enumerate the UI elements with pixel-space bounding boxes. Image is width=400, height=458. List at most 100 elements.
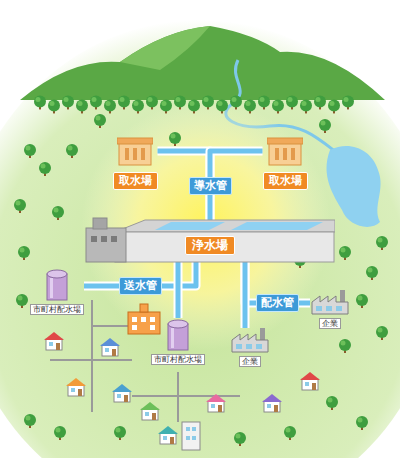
school-part xyxy=(150,325,155,330)
house-part-part xyxy=(44,332,64,340)
tree-part xyxy=(62,95,74,109)
tree-part-part xyxy=(24,144,36,156)
tree-part-part xyxy=(104,99,116,111)
tree-part-part xyxy=(114,426,126,438)
tree-part-part xyxy=(24,414,36,426)
pipe-label: 配水管 xyxy=(256,294,299,312)
house-part-part xyxy=(142,409,158,420)
service-pipe-part xyxy=(132,395,240,397)
factory-building-picture-part xyxy=(236,344,242,349)
tree-part-part xyxy=(188,99,200,111)
tree-part-part xyxy=(330,101,335,106)
tree-part-part xyxy=(78,101,83,106)
tree-part xyxy=(202,95,214,109)
factory-building-picture-part xyxy=(336,306,342,311)
house-part-part xyxy=(66,378,86,386)
house-part-part xyxy=(49,342,53,346)
factory-building: 企業 xyxy=(310,290,350,329)
tree-part xyxy=(339,246,351,260)
tree-part-part xyxy=(232,97,237,102)
tree-part-part xyxy=(68,146,73,151)
tree-part-part xyxy=(378,328,383,333)
reservoir-tank-picture-part xyxy=(168,320,188,328)
tree-part xyxy=(356,294,368,308)
reservoir-tank: 市町村配水場 xyxy=(30,268,84,315)
intake-building-picture-part xyxy=(275,148,279,160)
purification-plant-picture-part xyxy=(93,218,107,229)
house-part-part xyxy=(208,401,224,412)
house-part xyxy=(112,384,132,402)
intake-building: 取水場 xyxy=(113,135,158,190)
school-part xyxy=(141,317,146,322)
house-part-part xyxy=(163,436,167,440)
factory-building-picture-part xyxy=(312,296,348,314)
node-label: 市町村配水場 xyxy=(30,304,84,315)
tree-part-part xyxy=(368,268,373,273)
tree-part-part xyxy=(146,95,158,107)
purification-plant-picture-part xyxy=(115,232,334,262)
node-label: 企業 xyxy=(239,356,261,367)
school-part xyxy=(150,317,155,322)
tree-part xyxy=(54,426,66,440)
node-label: 浄水場 xyxy=(185,236,235,255)
tree-part xyxy=(66,144,78,158)
tree-part xyxy=(90,95,102,109)
tower-building-part xyxy=(186,436,190,440)
house-part xyxy=(158,426,178,444)
lake xyxy=(327,146,381,227)
tree-part-part xyxy=(314,95,326,107)
tree-part-part xyxy=(54,426,66,438)
tree-part-part xyxy=(328,398,333,403)
house-part xyxy=(140,402,160,420)
intake-building-picture-part xyxy=(283,148,287,160)
pipe-casing xyxy=(241,262,250,328)
intake-building-picture-part xyxy=(133,148,137,160)
tree-part-part xyxy=(274,101,279,106)
reservoir-tank-picture-part xyxy=(47,270,67,278)
tower-building-part xyxy=(192,427,196,431)
tree-part xyxy=(18,246,30,260)
tree-part-part xyxy=(92,97,97,102)
house-part-part xyxy=(267,404,271,408)
tree-part xyxy=(356,416,368,430)
tree-part-part xyxy=(341,248,346,253)
tree-part-part xyxy=(41,164,46,169)
school-part xyxy=(140,304,148,312)
tree-part-part xyxy=(48,99,60,111)
tree-part-part xyxy=(216,99,228,111)
tree-part xyxy=(76,99,88,113)
house-part-part xyxy=(305,382,309,386)
house-part-part xyxy=(302,379,318,390)
tree-part-part xyxy=(356,294,368,306)
house-part-part xyxy=(206,394,226,402)
tree-part-part xyxy=(62,95,74,107)
purification-plant-picture-part xyxy=(101,236,107,242)
house-part-part xyxy=(274,405,278,412)
tree-part-part xyxy=(260,97,265,102)
intake-building-picture-part xyxy=(291,148,295,160)
tree-part xyxy=(24,144,36,158)
tree-part xyxy=(366,266,378,280)
factory-building-picture-part xyxy=(326,306,332,311)
tree-part-part xyxy=(36,97,41,102)
house-part-part xyxy=(152,413,156,420)
house-part-part xyxy=(105,348,109,352)
house-part-part xyxy=(102,345,118,356)
reservoir-tank-picture-part xyxy=(50,278,53,298)
tree-part-part xyxy=(366,266,378,278)
tree-part-part xyxy=(94,114,106,126)
intake-building-picture-part xyxy=(125,148,129,160)
tree xyxy=(14,95,388,446)
tower-building-part xyxy=(192,436,196,440)
tree-part-part xyxy=(344,97,349,102)
factory-building-picture-part xyxy=(340,290,345,302)
tree-part-part xyxy=(356,416,368,428)
tree-part xyxy=(118,95,130,109)
house-part xyxy=(300,372,320,390)
purification-plant: 浄水場 xyxy=(85,212,335,264)
tree-part-part xyxy=(20,248,25,253)
house-part-part xyxy=(124,395,128,402)
tree-part xyxy=(234,432,246,446)
tree-part-part xyxy=(14,199,26,211)
house-part-part xyxy=(158,426,178,434)
